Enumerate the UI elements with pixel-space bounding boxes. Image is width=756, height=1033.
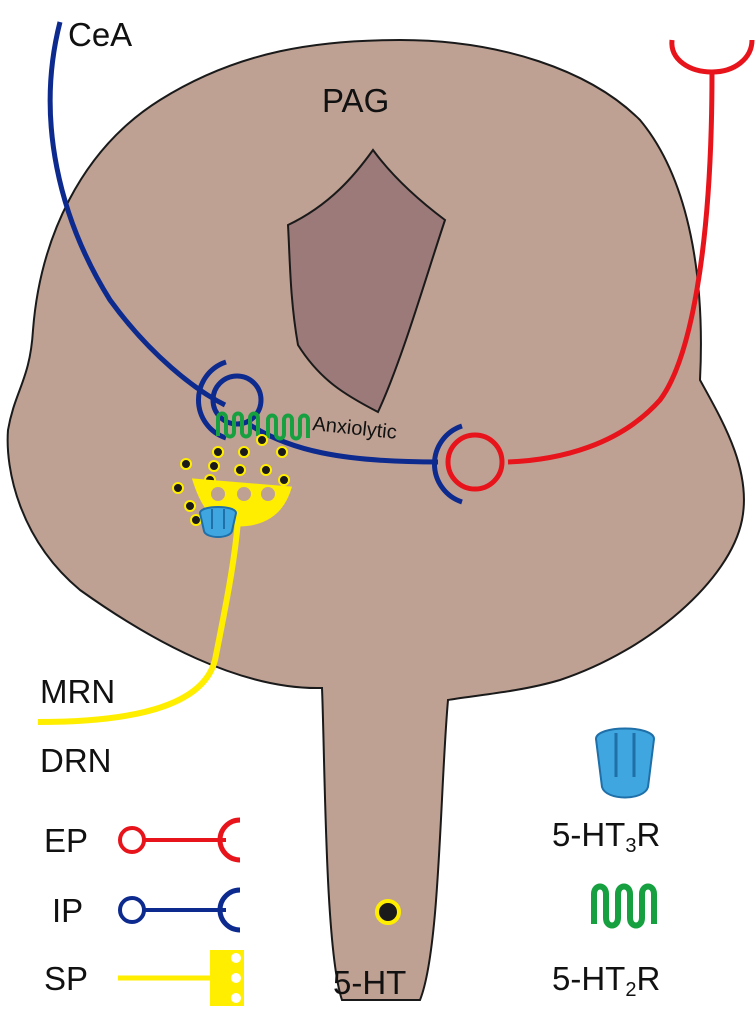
- cerebral-aqueduct: [286, 148, 447, 414]
- cea-label: CeA: [68, 16, 132, 53]
- pag-label: PAG: [322, 82, 389, 119]
- ht3-receptor-icon: [198, 506, 238, 538]
- legend-inhibitory-projection: [118, 887, 241, 933]
- legend-sp-label: SP: [44, 960, 88, 997]
- ht2-receptor-legend-icon: [591, 883, 657, 929]
- terminal-release-sites: [211, 487, 275, 501]
- inhibitory-terminal-bouton-left: [210, 373, 264, 427]
- ht3-receptor-legend-icon: [594, 727, 656, 799]
- excitatory-axon: [507, 71, 715, 465]
- legend-excitatory-projection: [118, 817, 241, 863]
- legend-ht2r-label: 5-HT2R: [552, 960, 660, 1001]
- drn-label: DRN: [40, 742, 112, 779]
- inhibitory-postsynaptic-cup-left: [195, 359, 227, 441]
- serotonin-vesicle-icon: [375, 899, 401, 925]
- ht2-receptor-icon: [266, 413, 310, 441]
- legend-ep-label: EP: [44, 822, 88, 859]
- legend-serotonergic-projection: [118, 950, 244, 1006]
- excitatory-dendrite-fork: [669, 39, 755, 75]
- legend-serotonin-label: 5-HT: [333, 964, 406, 1001]
- brain-region-outline: [6, 38, 745, 1001]
- inhibitory-postsynaptic-cup-right: [431, 423, 463, 505]
- cea-inhibitory-axon: [47, 21, 227, 408]
- pag-inhibitory-axon: [248, 422, 439, 465]
- mrn-label: MRN: [40, 673, 115, 710]
- ht2-receptor-icon: [216, 411, 260, 439]
- legend-ht3r-label: 5-HT3R: [552, 816, 660, 857]
- excitatory-terminal-bouton: [445, 432, 505, 492]
- serotonergic-axon: [37, 519, 241, 725]
- legend-ip-label: IP: [52, 892, 83, 929]
